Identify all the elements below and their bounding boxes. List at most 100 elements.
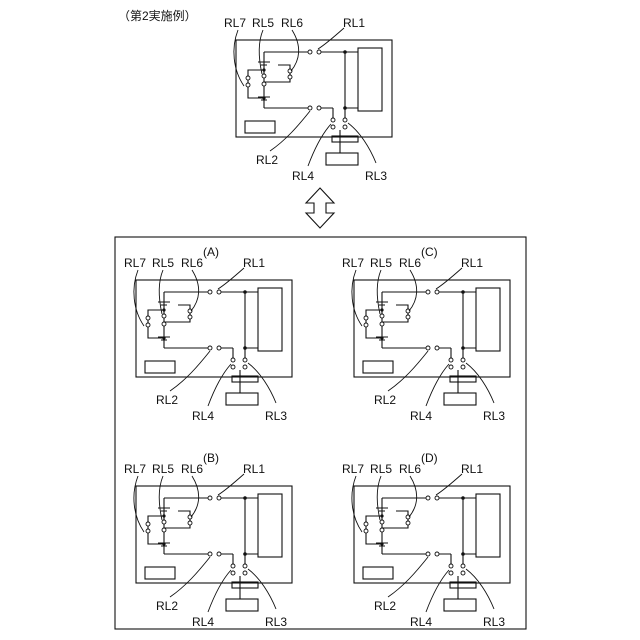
junction-left-a bbox=[262, 68, 265, 71]
relay-contact-rl2-b bbox=[217, 346, 221, 350]
circuit-panel-top: RL7RL5RL6RL1RL2RL4RL3 bbox=[224, 16, 392, 183]
relay-contact-rl2 bbox=[308, 106, 312, 110]
leader-rl1 bbox=[218, 474, 244, 495]
leader-rl2 bbox=[170, 351, 210, 391]
relay-contact-rl5 bbox=[162, 314, 166, 318]
label-rl4: RL4 bbox=[410, 615, 432, 629]
leader-rl4 bbox=[308, 124, 331, 166]
rl6-branch bbox=[382, 305, 408, 322]
label-rl7: RL7 bbox=[342, 256, 364, 270]
controller-block bbox=[363, 567, 393, 579]
relay-contact-rl2 bbox=[208, 552, 212, 556]
controller-block bbox=[145, 567, 175, 579]
label-rl3: RL3 bbox=[265, 409, 287, 423]
leader-rl6 bbox=[409, 270, 417, 311]
label-rl7: RL7 bbox=[342, 462, 364, 476]
relay-contact-rl7-b bbox=[246, 83, 250, 87]
relay-contact-rl3 bbox=[461, 358, 465, 362]
relay-contact-rl5-b bbox=[380, 322, 384, 326]
label-rl6: RL6 bbox=[399, 256, 421, 270]
relay-contact-rl3-b bbox=[243, 571, 247, 575]
power-unit-block bbox=[258, 288, 282, 351]
circuit-panel-b: RL7RL5RL6RL1RL2RL4RL3(B) bbox=[124, 451, 292, 629]
label-rl5: RL5 bbox=[252, 16, 274, 30]
relay-contact-rl4-b bbox=[449, 365, 453, 369]
label-rl4: RL4 bbox=[192, 409, 214, 423]
rl6-branch bbox=[382, 511, 408, 528]
relay-contact-rl1 bbox=[208, 496, 212, 500]
leader-rl1 bbox=[318, 28, 344, 49]
relay-contact-rl7 bbox=[146, 316, 150, 320]
label-rl3: RL3 bbox=[483, 615, 505, 629]
label-rl4: RL4 bbox=[410, 409, 432, 423]
leader-rl1 bbox=[436, 268, 462, 289]
junction-left-b bbox=[162, 336, 165, 339]
relay-drops bbox=[233, 348, 245, 393]
panel-tag-c: (C) bbox=[421, 245, 438, 259]
vertical-bus bbox=[463, 292, 476, 348]
relay-contact-rl4 bbox=[449, 358, 453, 362]
relay-contact-rl1 bbox=[208, 290, 212, 294]
leader-rl7 bbox=[234, 30, 244, 86]
label-rl1: RL1 bbox=[461, 256, 483, 270]
relay-contact-rl6-b bbox=[406, 521, 410, 525]
junction-left-b bbox=[380, 336, 383, 339]
relay-contact-rl7 bbox=[364, 316, 368, 320]
leader-rl2 bbox=[388, 557, 428, 597]
leader-rl5 bbox=[159, 270, 163, 314]
relay-contact-rl3-b bbox=[461, 571, 465, 575]
relay-contact-rl5 bbox=[262, 74, 266, 78]
label-rl2: RL2 bbox=[156, 599, 178, 613]
variants-frame bbox=[115, 237, 526, 629]
power-unit-block bbox=[476, 288, 500, 351]
figure-title: （第2実施例） bbox=[118, 8, 197, 23]
leader-rl5 bbox=[259, 30, 263, 74]
relay-contact-rl5 bbox=[380, 314, 384, 318]
relay-contact-rl4 bbox=[449, 564, 453, 568]
panel-tag-a: (A) bbox=[203, 245, 219, 259]
controller-block bbox=[245, 121, 275, 133]
junction-left-b bbox=[380, 542, 383, 545]
rl6-branch bbox=[264, 65, 290, 82]
relay-contact-rl7 bbox=[364, 522, 368, 526]
junction-top bbox=[243, 290, 247, 294]
relay-contact-rl3 bbox=[243, 564, 247, 568]
label-rl1: RL1 bbox=[343, 16, 365, 30]
label-rl2: RL2 bbox=[156, 393, 178, 407]
junction-left-a bbox=[380, 514, 383, 517]
relay-contact-rl7 bbox=[146, 522, 150, 526]
leader-rl4 bbox=[208, 364, 231, 406]
relay-contact-rl1-b bbox=[435, 496, 439, 500]
leader-rl4 bbox=[426, 570, 449, 612]
relay-contact-rl2 bbox=[208, 346, 212, 350]
relay-contact-rl2 bbox=[426, 346, 430, 350]
relay-contact-rl1-b bbox=[435, 290, 439, 294]
junction-bottom bbox=[243, 552, 247, 556]
controller-block bbox=[363, 361, 393, 373]
junction-left-a bbox=[380, 308, 383, 311]
leader-rl6 bbox=[409, 476, 417, 517]
relay-contact-rl5 bbox=[162, 520, 166, 524]
leader-rl7 bbox=[352, 270, 362, 326]
relay-contact-rl2 bbox=[426, 552, 430, 556]
relay-contact-rl6-b bbox=[288, 75, 292, 79]
leader-rl2 bbox=[388, 351, 428, 391]
leader-rl4 bbox=[208, 570, 231, 612]
junction-top bbox=[461, 496, 465, 500]
label-rl7: RL7 bbox=[124, 462, 146, 476]
power-unit-block bbox=[258, 494, 282, 557]
label-rl1: RL1 bbox=[461, 462, 483, 476]
relay-contact-rl1-b bbox=[217, 290, 221, 294]
leader-rl5 bbox=[377, 476, 381, 520]
label-rl4: RL4 bbox=[192, 615, 214, 629]
relay-contact-rl1-b bbox=[217, 496, 221, 500]
relay-contact-rl3 bbox=[461, 564, 465, 568]
label-rl5: RL5 bbox=[152, 462, 174, 476]
relay-contact-rl1 bbox=[426, 496, 430, 500]
junction-top bbox=[343, 50, 347, 54]
label-rl1: RL1 bbox=[243, 256, 265, 270]
load-block bbox=[226, 599, 258, 611]
junction-left-b bbox=[262, 96, 265, 99]
relay-contact-rl4-b bbox=[331, 125, 335, 129]
